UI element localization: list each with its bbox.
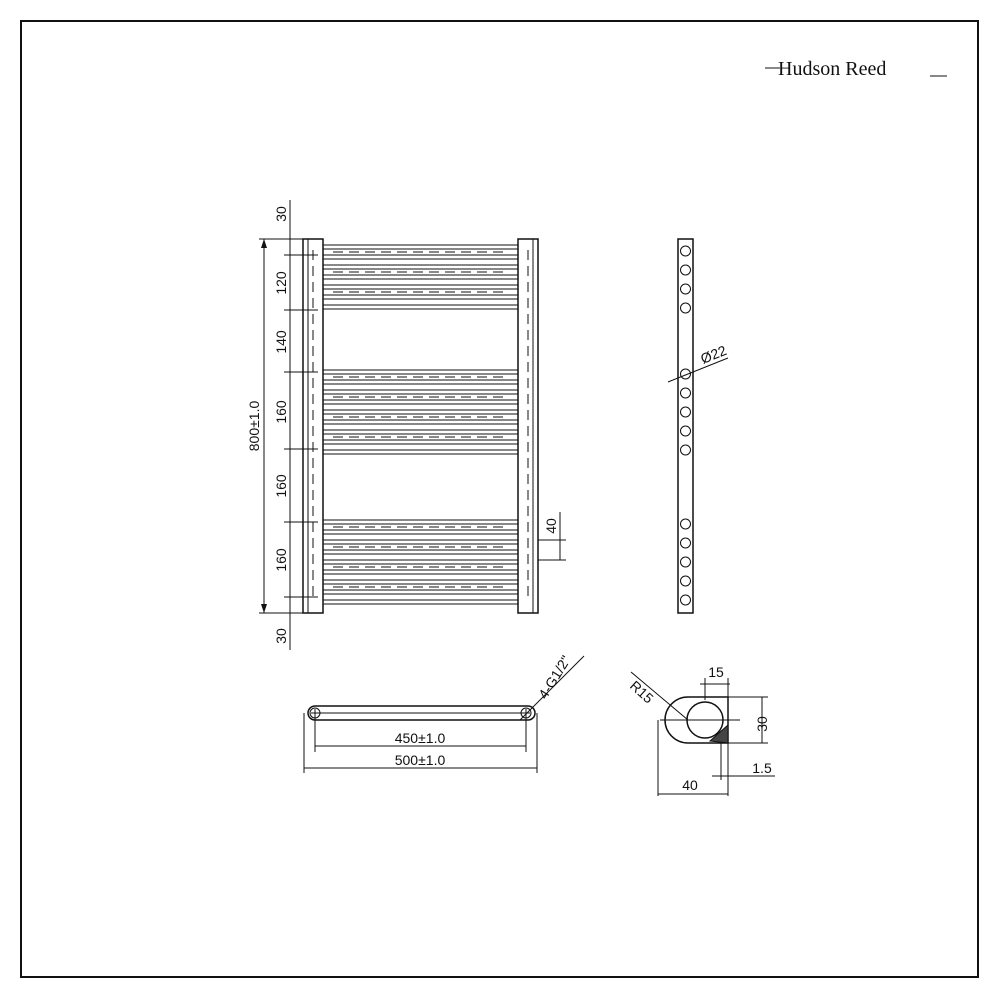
centres-label: 450±1.0 [395, 730, 446, 746]
rail-gap-dimension: 40 [538, 512, 566, 561]
rail-gap-label: 40 [543, 518, 559, 534]
depth-label: 40 [682, 777, 698, 793]
front-view: 800±1.0 30 120 140 160 160 160 30 40 [246, 200, 566, 650]
side-upright [677, 238, 694, 614]
rail-group-middle [323, 369, 518, 455]
drawing-border [20, 20, 979, 978]
brand-logo: Hudson Reed [765, 58, 947, 80]
overall-height-dimension: 800±1.0 [246, 238, 303, 614]
wall-label: 1.5 [752, 760, 772, 776]
width-label: 500±1.0 [395, 752, 446, 768]
overall-height-label: 800±1.0 [246, 401, 262, 452]
rail-spacing-dimensions: 30 120 140 160 160 160 30 [273, 200, 318, 650]
top-margin-label: 30 [273, 206, 289, 222]
section-view: R15 15 30 1.5 40 [627, 664, 775, 796]
spacing-label-1: 120 [273, 271, 289, 295]
rail-group-top [323, 244, 518, 310]
connection-label: 4-G1/2" [535, 653, 574, 702]
height-label: 30 [754, 716, 770, 732]
spacing-label-5: 160 [273, 548, 289, 572]
bottom-view: 4-G1/2" 450±1.0 500±1.0 [303, 653, 585, 773]
spacing-label-4: 160 [273, 474, 289, 498]
rail-group-bottom [323, 519, 518, 605]
side-view: Ø22 [667, 238, 729, 614]
spacing-label-3: 160 [273, 400, 289, 424]
right-upright [517, 238, 539, 614]
side-tube-holes [680, 245, 691, 606]
radius-label: R15 [627, 677, 657, 706]
spacing-label-2: 140 [273, 330, 289, 354]
top-width-label: 15 [708, 664, 724, 680]
tube-diameter-label: Ø22 [698, 342, 729, 367]
bottom-margin-label: 30 [273, 628, 289, 644]
brand-name: Hudson Reed [778, 58, 886, 80]
